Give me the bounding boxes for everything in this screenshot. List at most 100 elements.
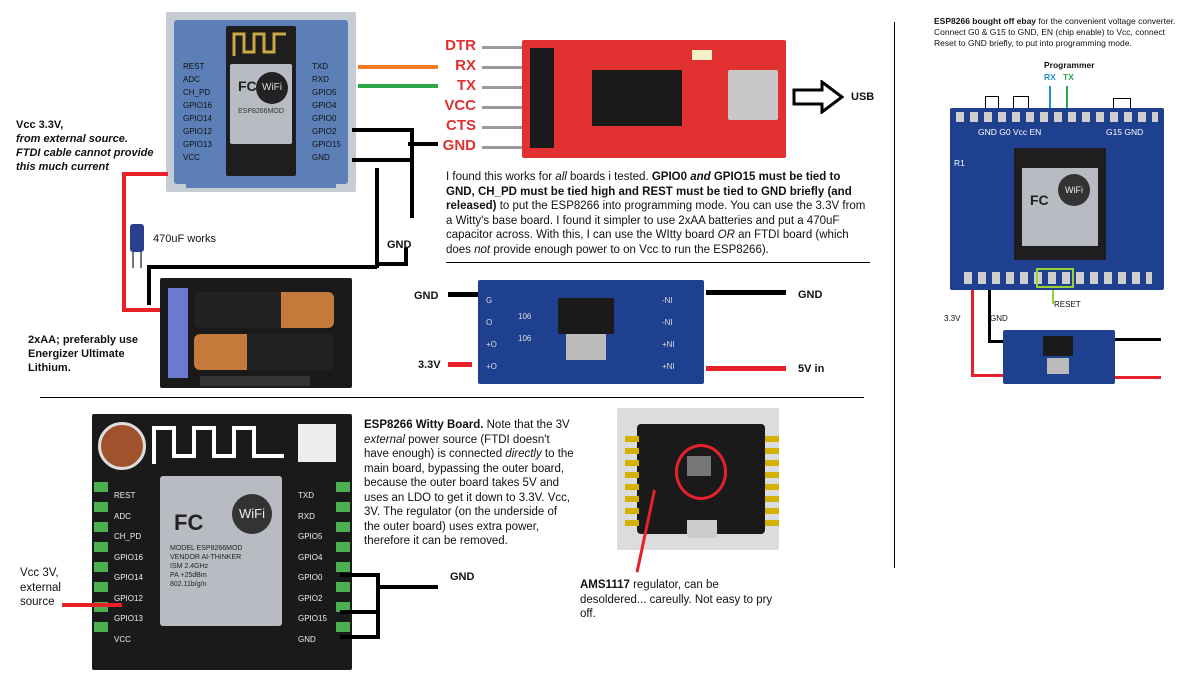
ftdi-label: TX xyxy=(456,77,476,94)
divider-horizontal xyxy=(40,397,864,398)
antenna-trace-icon xyxy=(232,32,286,56)
witty-left-pin: ADC xyxy=(114,511,131,521)
witty-antenna-icon xyxy=(152,426,284,464)
green-wire xyxy=(358,84,438,88)
para-text: an FTDI board (which does xyxy=(446,229,849,256)
vcc3v-note: Vcc 3V, external source xyxy=(20,566,61,610)
ftdi-label: CTS xyxy=(446,117,476,134)
reg-right-pin: -NI xyxy=(662,296,673,305)
battery-note-line: Lithium. xyxy=(28,362,71,374)
reg-gnd-right-wire xyxy=(706,290,786,295)
gnd-wire-g xyxy=(404,248,408,266)
reg-left-pin: G xyxy=(486,296,493,305)
tx-wire xyxy=(1066,86,1068,108)
right-gnd-label: GND xyxy=(990,314,1008,323)
battery-holder-photo xyxy=(160,278,352,388)
witty-gnd-wire-2 xyxy=(376,573,380,639)
pin-label: CH_PD xyxy=(183,88,211,97)
witty-module-text: MODEL ESP8266MOD xyxy=(170,545,243,552)
reset-label: RESET xyxy=(1054,300,1081,309)
pin-label: GND xyxy=(312,153,330,162)
reg-mid-label: 106 xyxy=(518,334,532,343)
programmer-label: Programmer xyxy=(1044,60,1095,70)
pin-label: TXD xyxy=(312,62,328,71)
rx-label: RX xyxy=(1044,72,1056,82)
pin-label: GPIO12 xyxy=(183,127,212,136)
esp12-left-pins: REST ADC CH_PD GPIO16 GPIO14 GPIO12 GPIO… xyxy=(183,62,223,166)
vcc-note: Vcc 3.3V, from external source. FTDI cab… xyxy=(16,118,166,174)
pin-row-right: G15 GND xyxy=(1106,127,1144,137)
witty-module-text: ISM 2.4GHz xyxy=(170,563,209,570)
g15-bracket xyxy=(1113,98,1131,111)
ams-bold: AMS1117 xyxy=(580,579,630,591)
usb-label: USB xyxy=(851,91,875,103)
reg-right-pin: -NI xyxy=(662,318,673,327)
witty-em: directly xyxy=(505,448,542,460)
right-33v-wire-v xyxy=(971,290,974,376)
capacitor-icon xyxy=(130,224,144,252)
esp12-breakout-photo: FC WiFi ESP8266MOD xyxy=(166,12,356,192)
gnd-wire-b xyxy=(410,128,414,218)
witty-right-pin: GPIO5 xyxy=(298,532,323,541)
vcc-wire-c xyxy=(122,308,167,312)
ftdi-board-photo xyxy=(522,40,786,158)
pin-label: GPIO13 xyxy=(183,140,212,149)
pin-label: GPIO2 xyxy=(312,127,337,136)
pin-label: GPIO0 xyxy=(312,114,337,123)
pin-label: GPIO16 xyxy=(183,101,212,110)
vcc-wire-b xyxy=(122,172,126,312)
cap-label: 470uF works xyxy=(153,233,216,245)
witty-text: to the main board, bypassing the outer b… xyxy=(364,448,574,547)
gnd-wire-a xyxy=(352,128,412,132)
witty-left-pin: GPIO14 xyxy=(114,573,143,582)
reg-5v-wire xyxy=(706,366,786,371)
witty-gnd-wire-5 xyxy=(378,585,438,589)
right-gnd-wire-v xyxy=(988,290,991,342)
main-paragraph: I found this works for all boards i test… xyxy=(446,170,870,257)
pin-label: GPIO14 xyxy=(183,114,212,123)
jumper-brackets xyxy=(985,96,1033,110)
para-em: and xyxy=(690,171,711,183)
esp12-wifi-logo: WiFi xyxy=(256,72,288,104)
reg-33v-label: 3.3V xyxy=(418,359,441,371)
witty-right-pin: TXD xyxy=(298,491,314,500)
orange-wire xyxy=(358,65,438,69)
right-regulator-photo xyxy=(1003,330,1115,384)
para-em: all xyxy=(555,171,567,183)
reg-left-pin: +O xyxy=(486,340,497,349)
reg-right-pin: +NI xyxy=(662,340,675,349)
witty-title: ESP8266 Witty Board. xyxy=(364,419,484,431)
pin-row-left: GND G0 Vcc EN xyxy=(978,127,1042,137)
witty-left-pin: REST xyxy=(114,491,136,500)
witty-right-pin: GND xyxy=(298,634,316,644)
ams-text: regulator, can be desoldered... careully… xyxy=(580,579,773,620)
vcc-note-line: from external source. xyxy=(16,133,128,145)
right-title-rest: for the convenient voltage converter. Co… xyxy=(934,16,1176,48)
ftdi-label: VCC xyxy=(444,97,476,114)
para-bold: GPIO0 xyxy=(651,171,691,183)
ftdi-header-pins xyxy=(482,46,524,150)
esp12-vendor-text: ESP8266MOD xyxy=(238,108,284,115)
right-reg-5v-wire xyxy=(1115,376,1161,379)
vcc3v-line: Vcc 3V, xyxy=(20,567,59,579)
witty-description: ESP8266 Witty Board. Note that the 3V ex… xyxy=(364,418,574,549)
tx-label: TX xyxy=(1063,72,1074,82)
gnd-label-top: GND xyxy=(387,239,412,251)
right-title-bold: ESP8266 bought off ebay xyxy=(934,16,1037,26)
witty-left-pin: CH_PD xyxy=(114,532,142,541)
reg-33v-wire xyxy=(448,362,472,367)
para-bold: GPIO15 must be tied to GND, CH_PD must b… xyxy=(446,171,852,212)
divider-vertical xyxy=(894,22,895,568)
pin-label: ADC xyxy=(183,75,200,84)
right-gnd-wire-h xyxy=(988,340,1004,343)
right-reg-gnd-wire xyxy=(1115,338,1161,341)
pin-label: REST xyxy=(183,62,205,71)
witty-vcc-wire xyxy=(62,603,122,607)
pin-label: VCC xyxy=(183,153,200,162)
right-33v-label: 3.3V xyxy=(944,314,961,323)
para-text: to put the ESP8266 into programming mode… xyxy=(446,200,866,241)
vcc-note-line: Vcc 3.3V, xyxy=(16,119,64,131)
witty-em: external xyxy=(364,433,405,446)
pin-label: RXD xyxy=(312,75,329,84)
witty-module-text: PA +25dBm xyxy=(170,572,207,579)
